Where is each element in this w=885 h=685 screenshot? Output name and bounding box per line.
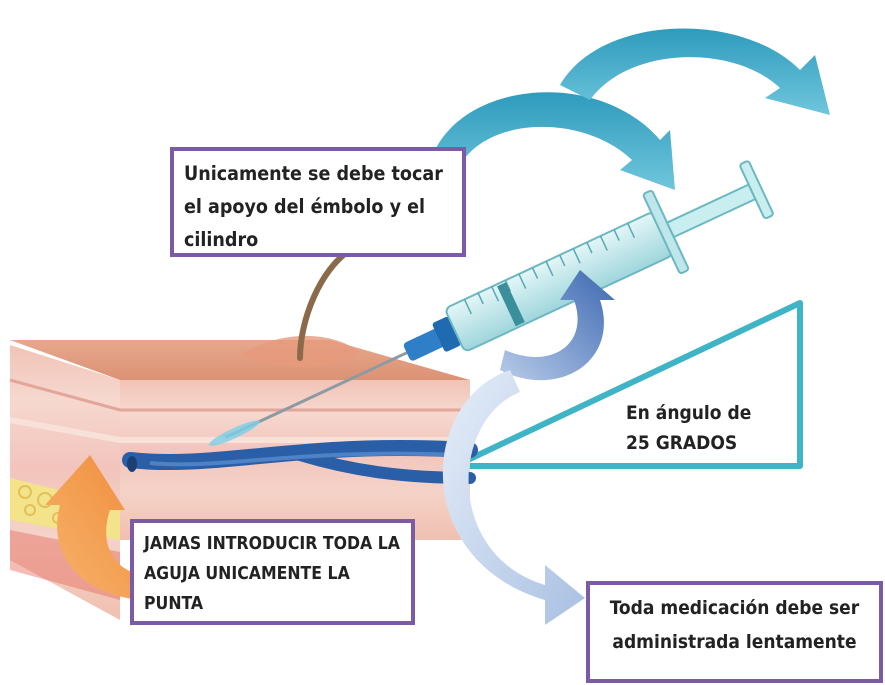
angle-label-line: 25 GRADOS	[626, 432, 738, 454]
orange-arrow-icon	[45, 455, 150, 600]
administration-speed-line: administrada lentamente	[612, 631, 857, 653]
syringe	[209, 160, 774, 446]
curved-arrow-icon	[442, 370, 585, 625]
needle-warning-box: JAMAS INTRODUCIR TODA LA AGUJA UNICAMENT…	[130, 519, 415, 625]
touch-instruction-line: el apoyo del émbolo y el	[184, 195, 426, 218]
touch-instruction-box: Unicamente se debe tocar el apoyo del ém…	[170, 147, 466, 257]
administration-speed-line: Toda medicación debe ser	[609, 597, 860, 619]
needle-warning-line: JAMAS INTRODUCIR TODA LA	[144, 534, 400, 554]
needle-warning-line: PUNTA	[144, 594, 204, 614]
administration-speed-box: Toda medicación debe ser administrada le…	[586, 581, 883, 683]
angle-label: En ángulo de 25 GRADOS	[626, 398, 776, 458]
angle-label-line: En ángulo de	[626, 402, 752, 424]
flow-arrows	[435, 28, 830, 190]
angle-triangle-icon	[452, 300, 803, 469]
touch-instruction-line: Unicamente se debe tocar	[184, 162, 443, 185]
touch-instruction-line: cilindro	[184, 228, 259, 251]
rotate-arrow-icon	[500, 270, 615, 381]
needle-warning-line: AGUJA UNICAMENTE LA	[144, 564, 350, 584]
